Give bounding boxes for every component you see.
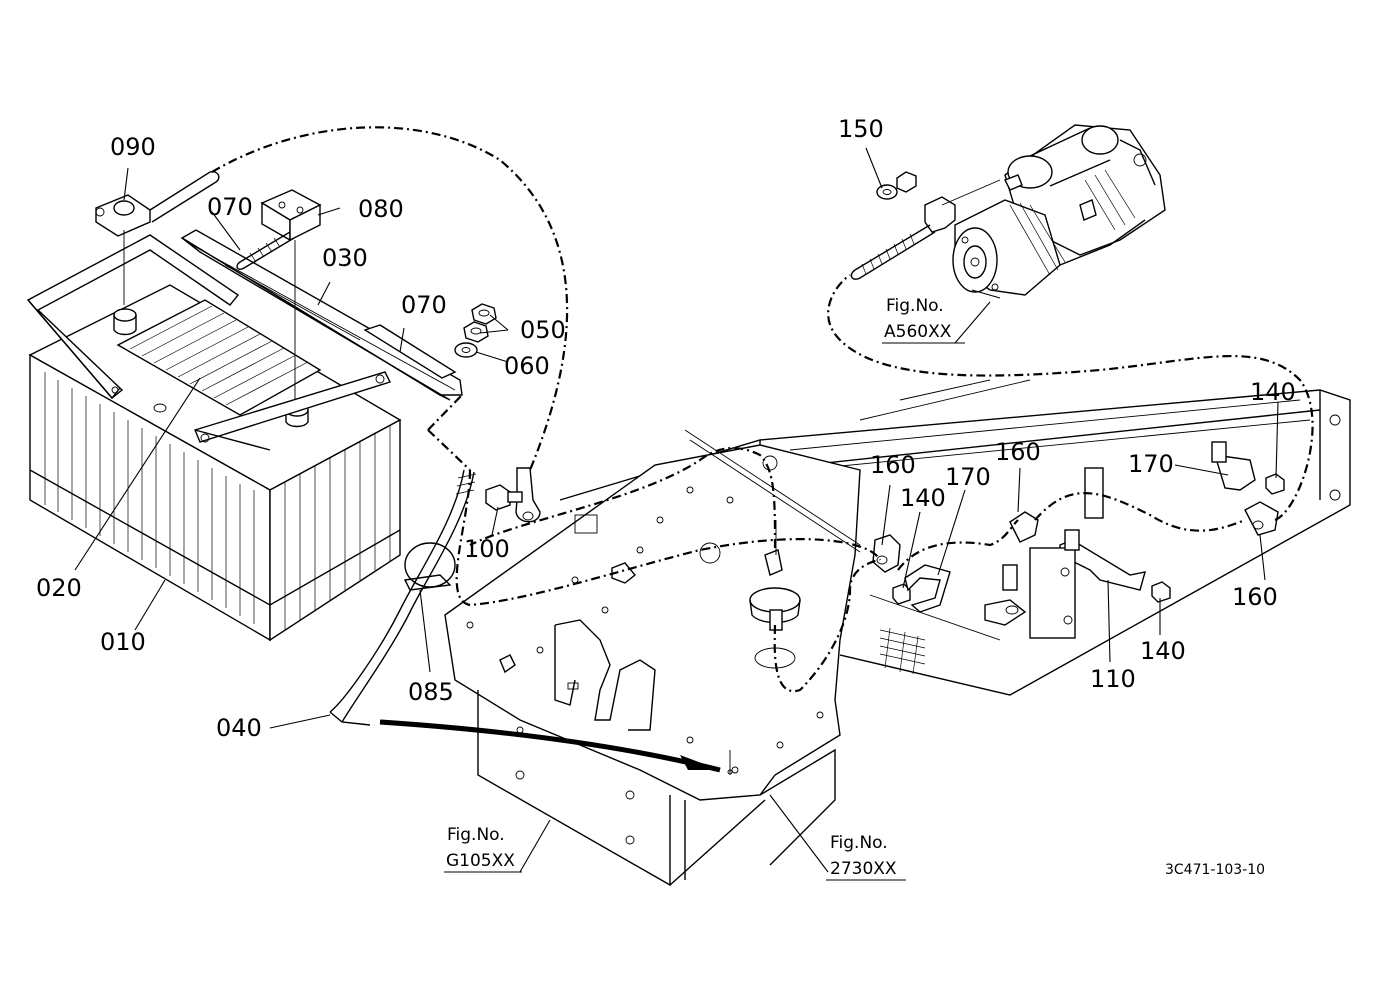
clamp-085 [403, 542, 456, 591]
callout-085: 085 [408, 678, 454, 706]
mounting-plate [444, 429, 861, 887]
terminal-cover-030 [180, 229, 463, 401]
callout-140-top: 140 [1250, 378, 1296, 406]
nuts-050-060 [454, 303, 497, 358]
callout-170-left: 170 [945, 463, 991, 491]
callout-140-left: 140 [900, 484, 946, 512]
terminal-clamp-090 [95, 170, 220, 305]
pipe-040 [329, 469, 733, 775]
switch-080 [236, 189, 322, 400]
callout-160-middle: 160 [995, 438, 1041, 466]
hold-down-frame [26, 234, 391, 451]
battery [28, 284, 402, 642]
callout-170-right: 170 [1128, 450, 1174, 478]
figref-plate-number: 2730XX [830, 859, 897, 879]
callout-110: 110 [1090, 665, 1136, 693]
leader-lines [74, 147, 1279, 873]
brackets-and-clips [749, 441, 1285, 675]
callout-060: 060 [504, 352, 550, 380]
callout-010: 010 [100, 628, 146, 656]
figref-frame-label: Fig.No. [447, 825, 505, 845]
figure-references: Fig.No. A560XX Fig.No. G105XX Fig.No. 27… [444, 296, 965, 881]
callout-070-upper: 070 [207, 193, 253, 221]
callout-160-right: 160 [1232, 583, 1278, 611]
callout-160-left: 160 [870, 451, 916, 479]
cables [211, 126, 1314, 693]
callout-050: 050 [520, 316, 566, 344]
callout-030: 030 [322, 244, 368, 272]
starter-cable-end [850, 171, 1001, 280]
callout-090: 090 [110, 133, 156, 161]
callout-140-lower: 140 [1140, 637, 1186, 665]
callout-070-lower: 070 [401, 291, 447, 319]
ground-terminal [485, 467, 541, 523]
callout-labels: 090 070 080 030 070 050 060 020 010 100 … [36, 115, 1296, 742]
drawing-code: 3C471-103-10 [1165, 862, 1265, 878]
callout-100: 100 [464, 535, 510, 563]
callout-020: 020 [36, 574, 82, 602]
figref-starter-label: Fig.No. [886, 296, 944, 316]
callout-080: 080 [358, 195, 404, 223]
starter-motor [952, 124, 1166, 296]
callout-040: 040 [216, 714, 262, 742]
figref-plate-label: Fig.No. [830, 833, 888, 853]
figref-starter-number: A560XX [884, 322, 952, 342]
figref-frame-number: G105XX [446, 851, 515, 871]
callout-150: 150 [838, 115, 884, 143]
